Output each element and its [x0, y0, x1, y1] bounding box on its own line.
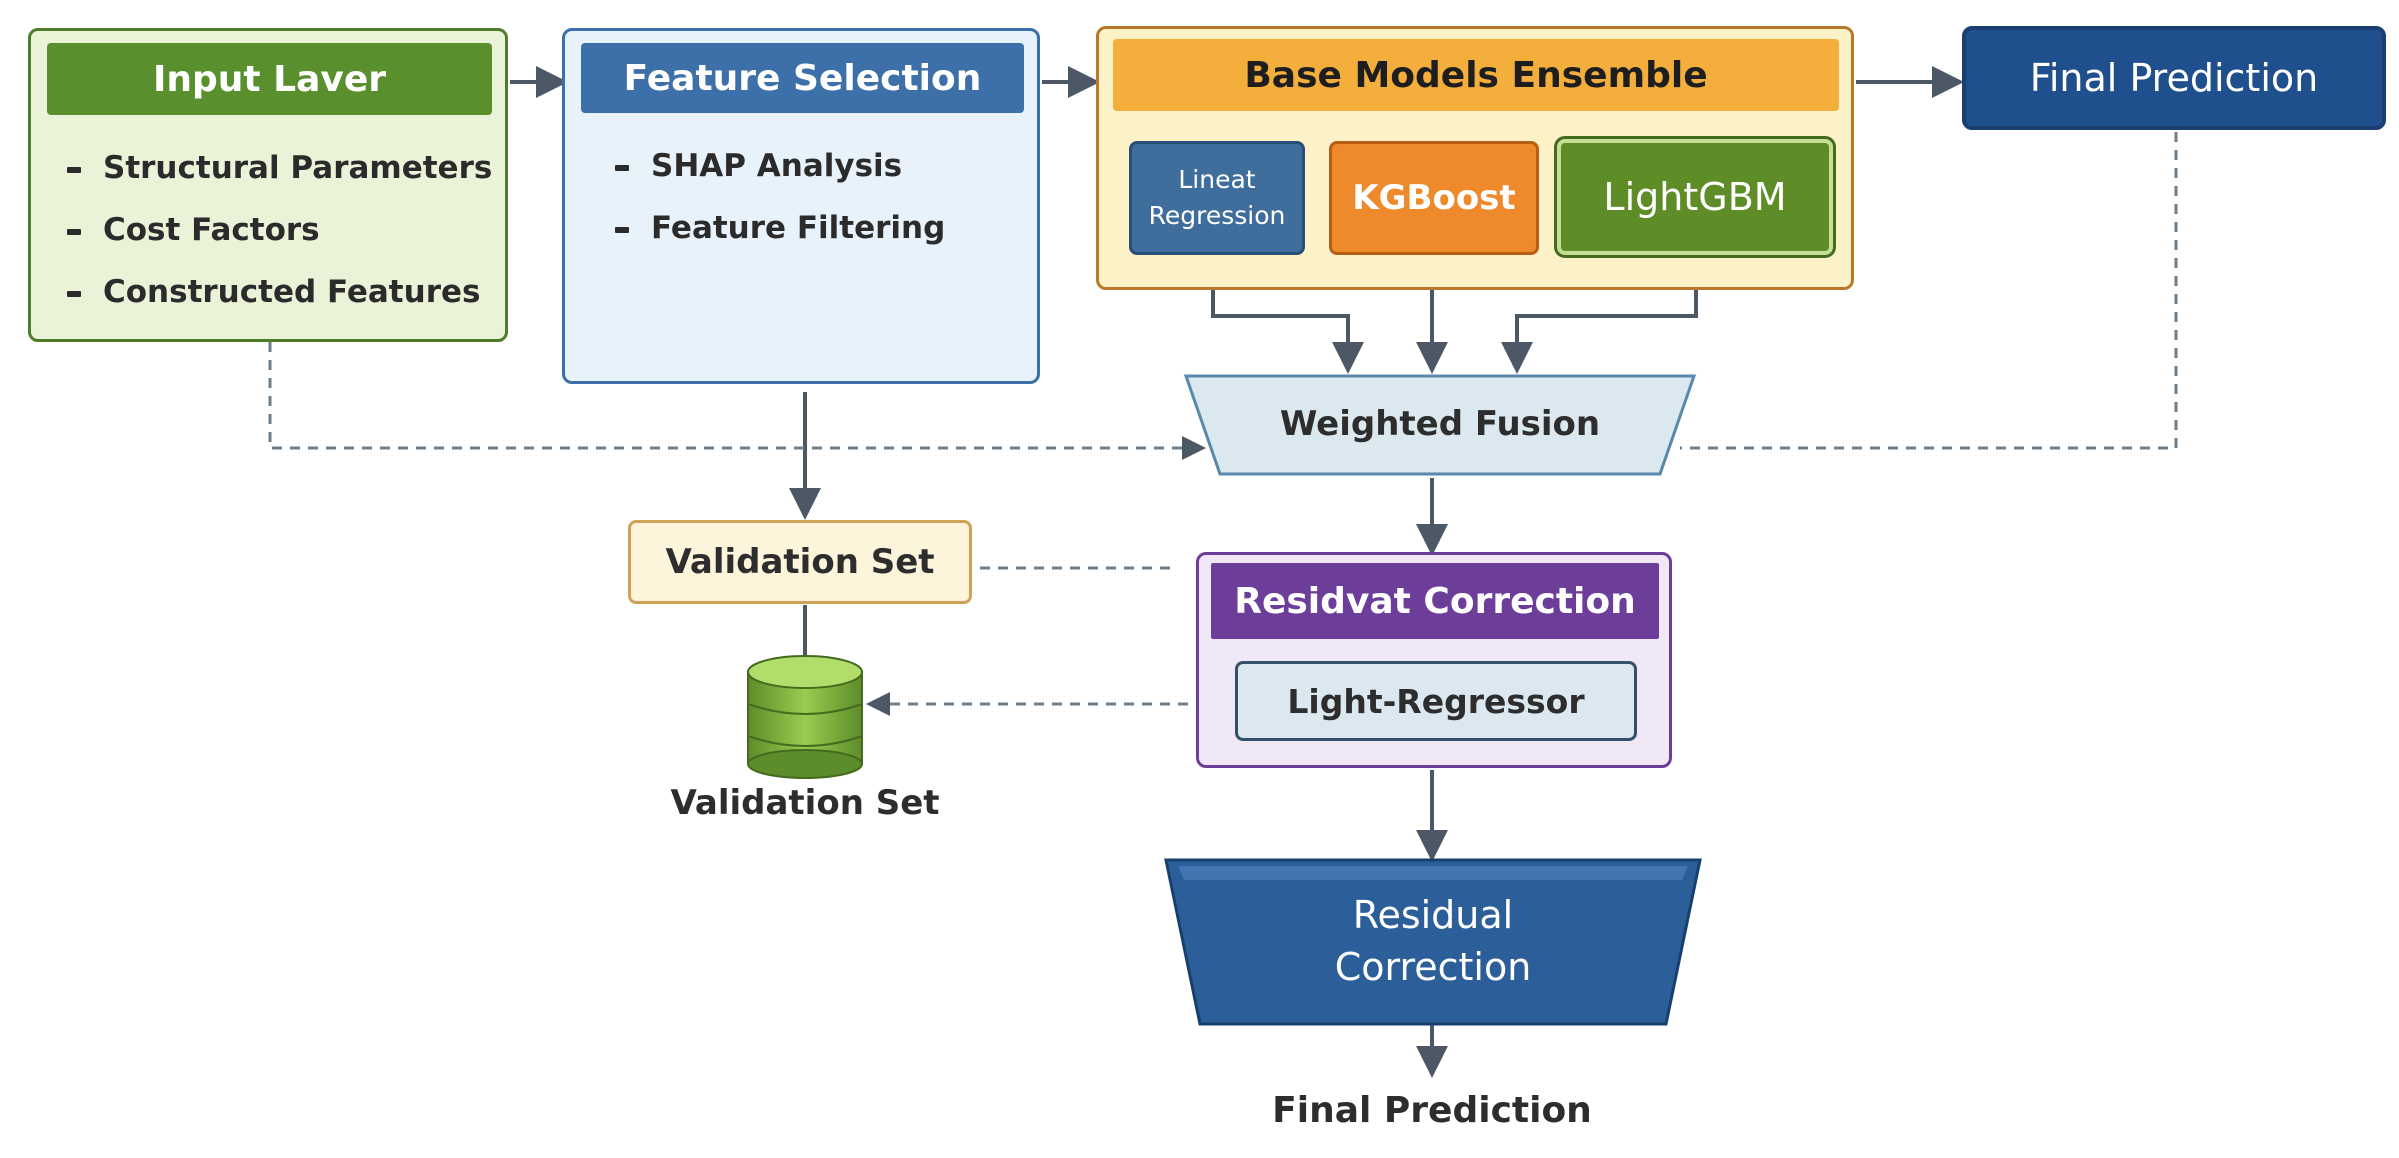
feature-selection-list: SHAP Analysis Feature Filtering — [615, 135, 945, 259]
database-icon — [747, 655, 863, 779]
residual-correction-box: Residvat Correction Light-Regressor — [1196, 552, 1672, 768]
feature-selection-item: SHAP Analysis — [615, 135, 945, 197]
validation-db-label: Validation Set — [670, 783, 940, 823]
input-layer-list: Structural Parameters Cost Factors Const… — [67, 137, 492, 323]
residual-correction-trap-label: Residual Correction — [1334, 893, 1532, 989]
residual-trap-shape — [1164, 858, 1702, 1026]
dashed-input-to-fusion — [268, 342, 1206, 460]
input-layer-item: Structural Parameters — [67, 137, 492, 199]
input-layer-item: Cost Factors — [67, 199, 492, 261]
input-layer-item: Constructed Features — [67, 261, 492, 323]
validation-set-box: Validation Set — [628, 520, 972, 604]
feature-selection-item: Feature Filtering — [615, 197, 945, 259]
residual-trap-highlight — [1178, 866, 1688, 880]
final-prediction-bottom-label: Final Prediction — [1272, 1089, 1592, 1131]
feature-selection-title: Feature Selection — [581, 43, 1024, 113]
light-regressor-box: Light-Regressor — [1235, 661, 1637, 741]
weighted-fusion-shape — [1183, 374, 1697, 476]
model-linear-regression: Lineat Regression — [1129, 141, 1305, 255]
input-layer-title: Input Laver — [47, 43, 492, 115]
model-lightgbm: LightGBM — [1554, 136, 1836, 258]
dashed-final-to-fusion — [1680, 132, 2178, 450]
feature-selection-box: Feature Selection SHAP Analysis Feature … — [562, 28, 1040, 384]
residual-correction-title: Residvat Correction — [1211, 563, 1659, 639]
ensemble-box: Base Models Ensemble Lineat Regression K… — [1096, 26, 1854, 290]
ensemble-title: Base Models Ensemble — [1113, 39, 1839, 111]
weighted-fusion-label: Weighted Fusion — [1279, 404, 1601, 444]
dashed-arrows — [268, 132, 2178, 716]
final-prediction-top-box: Final Prediction — [1962, 26, 2386, 130]
input-layer-box: Input Laver Structural Parameters Cost F… — [28, 28, 508, 342]
model-xgboost: KGBoost — [1329, 141, 1539, 255]
